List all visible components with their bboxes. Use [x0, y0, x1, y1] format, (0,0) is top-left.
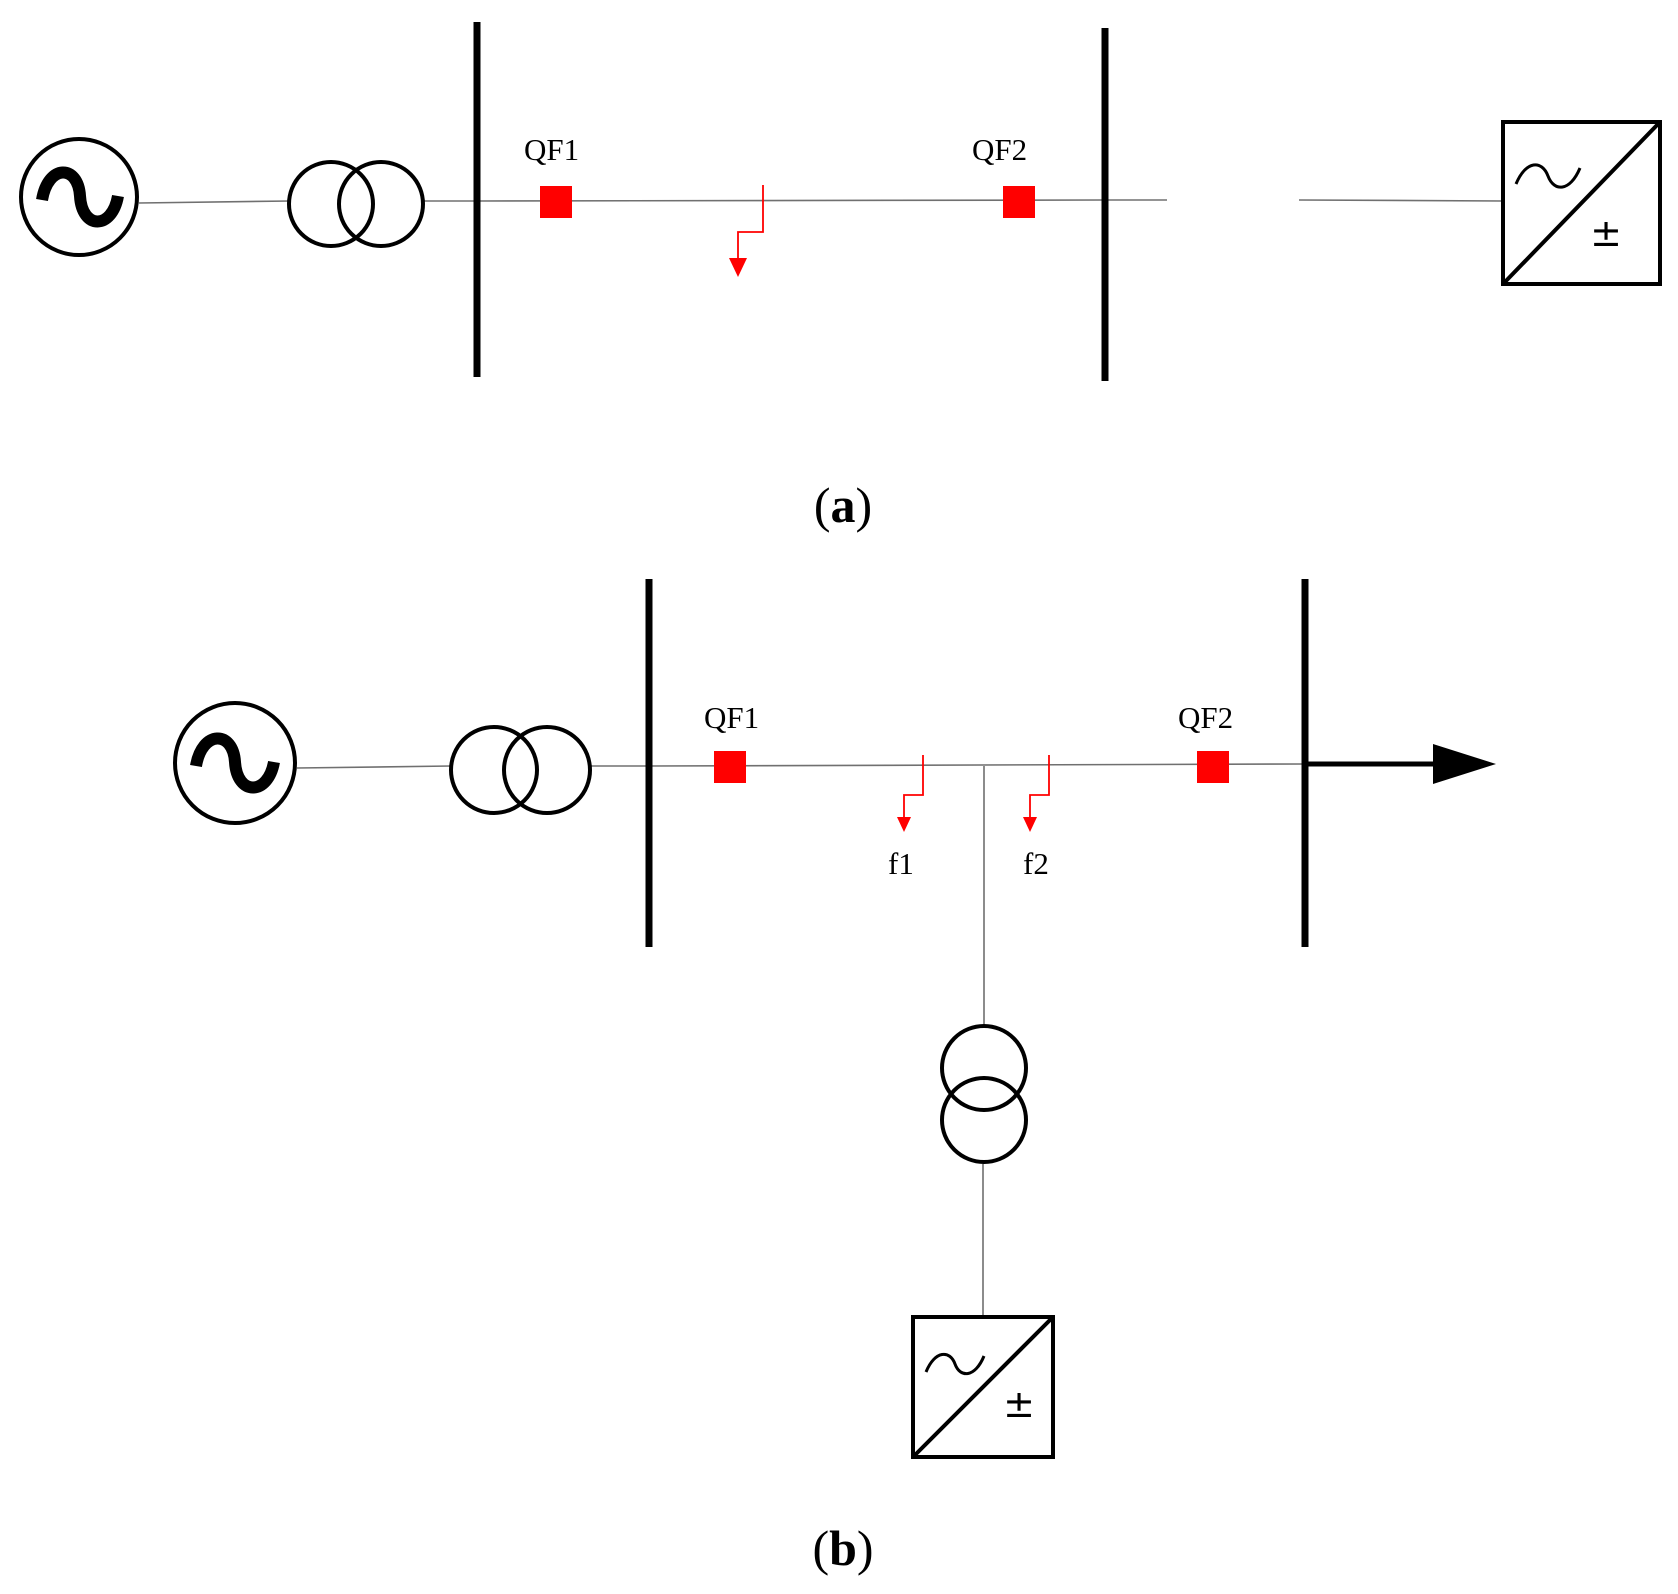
- transformer-vertical-icon: [940, 1024, 1028, 1164]
- fault-f1-arrow-icon: [897, 755, 924, 832]
- diagram-a: QF1 QF2 ± (a): [19, 22, 1662, 533]
- converter-icon: ±: [911, 1315, 1055, 1459]
- diagram-b: QF1 QF2 f1 f2 ± (b): [173, 579, 1496, 1576]
- caption-b: (b): [812, 1520, 873, 1576]
- fault-f2-label: f2: [1023, 846, 1049, 881]
- converter-dc-symbol-b: ±: [1003, 1382, 1035, 1426]
- breaker-qf2-b: [1197, 751, 1229, 783]
- load-arrow-icon: [1305, 744, 1496, 784]
- breaker-qf1-b: [714, 751, 746, 783]
- fault-arrow-icon: [729, 185, 764, 277]
- transformer-icon: [287, 160, 425, 248]
- breaker-qf1-a: [540, 186, 572, 218]
- ac-generator-icon: [19, 137, 139, 257]
- wire-gen-to-transformer-a: [138, 200, 291, 204]
- converter-dc-symbol-a: ±: [1590, 211, 1622, 255]
- breaker-qf2-label-b: QF2: [1178, 700, 1233, 735]
- transmission-line-a: [476, 199, 1106, 202]
- breaker-qf1-label-b: QF1: [704, 700, 759, 735]
- transmission-line-b: [648, 763, 1306, 767]
- transformer-icon: [449, 725, 592, 815]
- breaker-qf1-label-a: QF1: [524, 132, 579, 167]
- converter-icon: ±: [1501, 120, 1662, 286]
- fault-f1-label: f1: [888, 846, 914, 881]
- caption-a: (a): [814, 477, 872, 533]
- wire-gen-to-transformer-b: [296, 765, 452, 769]
- fault-f2-arrow-icon: [1023, 755, 1050, 832]
- ac-generator-icon: [173, 701, 297, 825]
- breaker-qf2-a: [1003, 186, 1035, 218]
- breaker-qf2-label-a: QF2: [972, 132, 1027, 167]
- wire-transformer-to-converter-a: [1298, 199, 1504, 202]
